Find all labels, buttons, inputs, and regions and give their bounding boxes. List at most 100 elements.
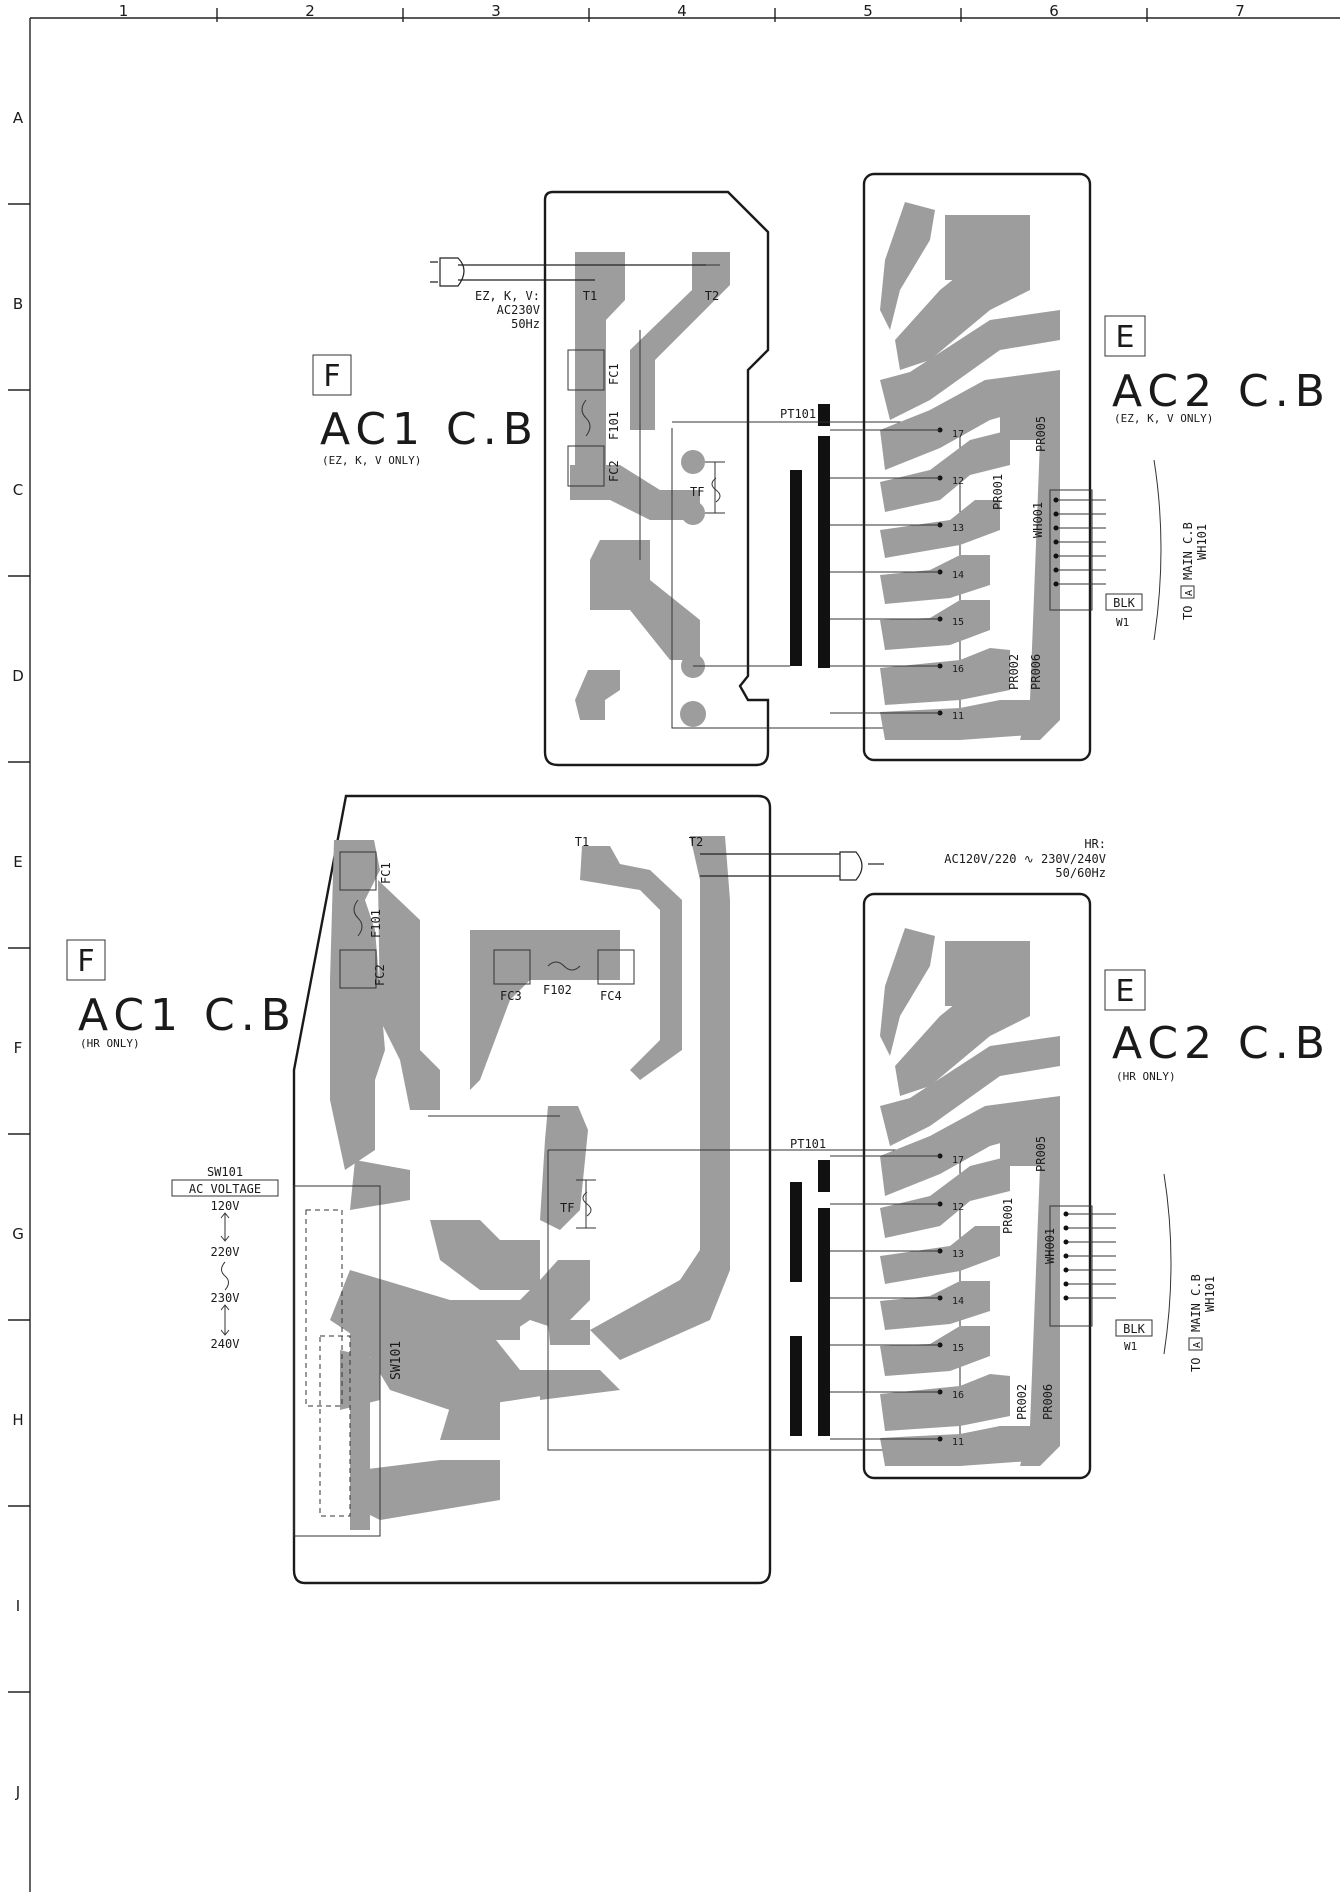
bottom-ac2-title: AC2 C.B <box>1112 1018 1331 1069</box>
bottom-ac1-power-line1: HR: <box>1084 837 1106 851</box>
top-ac1-part-t2: T2 <box>705 289 719 303</box>
column-label-3: 3 <box>491 2 501 20</box>
switch-voltage-220: 220V <box>211 1245 240 1259</box>
copper-trace <box>880 430 1010 512</box>
top-ac1-power-line3: 50Hz <box>511 317 540 331</box>
bottom-ac2-part-pr001: PR001 <box>1001 1198 1015 1234</box>
row-label-J: J <box>15 1783 20 1801</box>
cable-bracket <box>1163 1173 1172 1355</box>
copper-trace <box>880 928 935 1056</box>
copper-trace <box>880 500 1000 558</box>
copper-trace <box>1000 380 1060 740</box>
copper-trace <box>880 1374 1010 1431</box>
cable-bracket <box>1153 459 1162 641</box>
top-ac1-part-fc1: FC1 <box>607 363 621 385</box>
bottom-ac1-letter-box <box>66 939 106 981</box>
bottom-ac1-letter: F <box>77 944 94 979</box>
switch-voltage-120: 120V <box>211 1199 240 1213</box>
top-ac2-pin-14: 14 <box>952 570 964 581</box>
top-ac2-pin-15: 15 <box>952 617 964 628</box>
bottom-ac1-part-f101: F101 <box>369 909 383 938</box>
connector-pin <box>1053 567 1059 573</box>
bottom-ac1-part-f102: F102 <box>543 983 572 997</box>
top-ac1-title: AC1 C.B <box>320 404 539 455</box>
column-label-1: 1 <box>119 2 129 20</box>
top-ac1-part-t1: T1 <box>583 289 597 303</box>
connector-pin <box>1063 1253 1069 1259</box>
top-ac2-part-pr002: PR002 <box>1007 654 1021 690</box>
bottom-ac2-part-pr002: PR002 <box>1015 1384 1029 1420</box>
connector-pin <box>1053 539 1059 545</box>
row-label-A: A <box>13 109 24 127</box>
top-ac1-part-tf: TF <box>690 485 704 499</box>
bottom-ac2-part-pr006: PR006 <box>1041 1384 1055 1420</box>
column-label-5: 5 <box>863 2 873 20</box>
bottom-ac1-title: AC1 C.B <box>78 990 297 1041</box>
bottom-ac2-pin-13: 13 <box>952 1249 964 1260</box>
bottom-ac1-part-t1: T1 <box>575 835 589 849</box>
column-label-6: 6 <box>1049 2 1059 20</box>
copper-trace <box>880 1156 1010 1238</box>
column-label-2: 2 <box>305 2 315 20</box>
connector-pin <box>1053 497 1059 503</box>
top-ac2-part-pr005: PR005 <box>1034 416 1048 452</box>
copper-trace <box>880 600 990 650</box>
top-ac1-part-fc2: FC2 <box>607 460 621 482</box>
copper-trace <box>880 310 1060 420</box>
connector-pin <box>1063 1239 1069 1245</box>
connector-pin <box>1063 1295 1069 1301</box>
top-ac2-pin-12: 12 <box>952 476 964 487</box>
top-ac2-blk-box <box>1105 593 1143 611</box>
bottom-ac2-pin-12: 12 <box>952 1202 964 1213</box>
bottom-ac1-board <box>292 794 961 1585</box>
bottom-ac2-part-wh001: WH001 <box>1043 1228 1057 1264</box>
row-label-D: D <box>12 667 24 685</box>
svg-text:A: A <box>1192 1342 1203 1348</box>
top-ac2-pin-17: 17 <box>952 429 964 440</box>
top-ac2-subtitle: (EZ, K, V ONLY) <box>1114 412 1213 425</box>
copper-trace <box>880 555 990 604</box>
copper-trace <box>895 976 1030 1096</box>
connector-pin <box>1053 581 1059 587</box>
bottom-ac1-part-fc2: FC2 <box>373 964 387 986</box>
top-ac2-letter: E <box>1116 320 1135 355</box>
top-ac2-to-main: TO A MAIN C.B WH101 <box>1180 522 1209 620</box>
row-label-C: C <box>13 481 23 499</box>
copper-trace <box>1000 1106 1060 1466</box>
top-ac2-pin-13: 13 <box>952 523 964 534</box>
switch-subtitle-box <box>171 1179 279 1197</box>
top-ac1-letter: F <box>323 359 340 394</box>
top-ac2-board <box>830 172 1162 762</box>
row-label-G: G <box>12 1225 24 1243</box>
row-label-E: E <box>13 853 22 871</box>
copper-trace <box>880 1226 1000 1284</box>
bottom-ac2-pin-11: 11 <box>952 1437 964 1448</box>
svg-text:WH101: WH101 <box>1203 1276 1217 1312</box>
connector-pin <box>1063 1211 1069 1217</box>
bottom-ac2-subtitle: (HR ONLY) <box>1116 1070 1176 1083</box>
bottom-ac1-part-pt101: PT101 <box>790 1137 826 1151</box>
svg-text:TO: TO <box>1189 1358 1203 1372</box>
top-ac1-board <box>430 190 961 767</box>
bottom-ac1-power-line3: 50/60Hz <box>1055 866 1106 880</box>
switch-arrows <box>220 1212 230 1336</box>
top-ac2-part-pr001: PR001 <box>991 474 1005 510</box>
top-ac2-part-pr006: PR006 <box>1029 654 1043 690</box>
switch-subtitle: AC VOLTAGE <box>189 1182 261 1196</box>
switch-voltage-240: 240V <box>211 1337 240 1351</box>
top-ac2-part-wh001: WH001 <box>1031 502 1045 538</box>
copper-trace <box>880 648 1010 705</box>
bottom-ac1-subtitle: (HR ONLY) <box>80 1037 140 1050</box>
top-ac1-part-f101: F101 <box>607 411 621 440</box>
bottom-ac2-connector: BLK <box>1123 1322 1145 1336</box>
bottom-ac2-connector-ref: W1 <box>1124 1340 1137 1353</box>
switch-title: SW101 <box>207 1165 243 1179</box>
column-label-7: 7 <box>1235 2 1245 20</box>
row-label-H: H <box>12 1411 23 1429</box>
top-ac1-power-line2: AC230V <box>497 303 540 317</box>
svg-text:A: A <box>1184 590 1195 596</box>
bottom-ac2-pin-17: 17 <box>952 1155 964 1166</box>
top-ac2-letter-box <box>1104 315 1146 357</box>
top-ac2-pin-16: 16 <box>952 664 964 675</box>
copper-trace <box>880 1281 990 1330</box>
